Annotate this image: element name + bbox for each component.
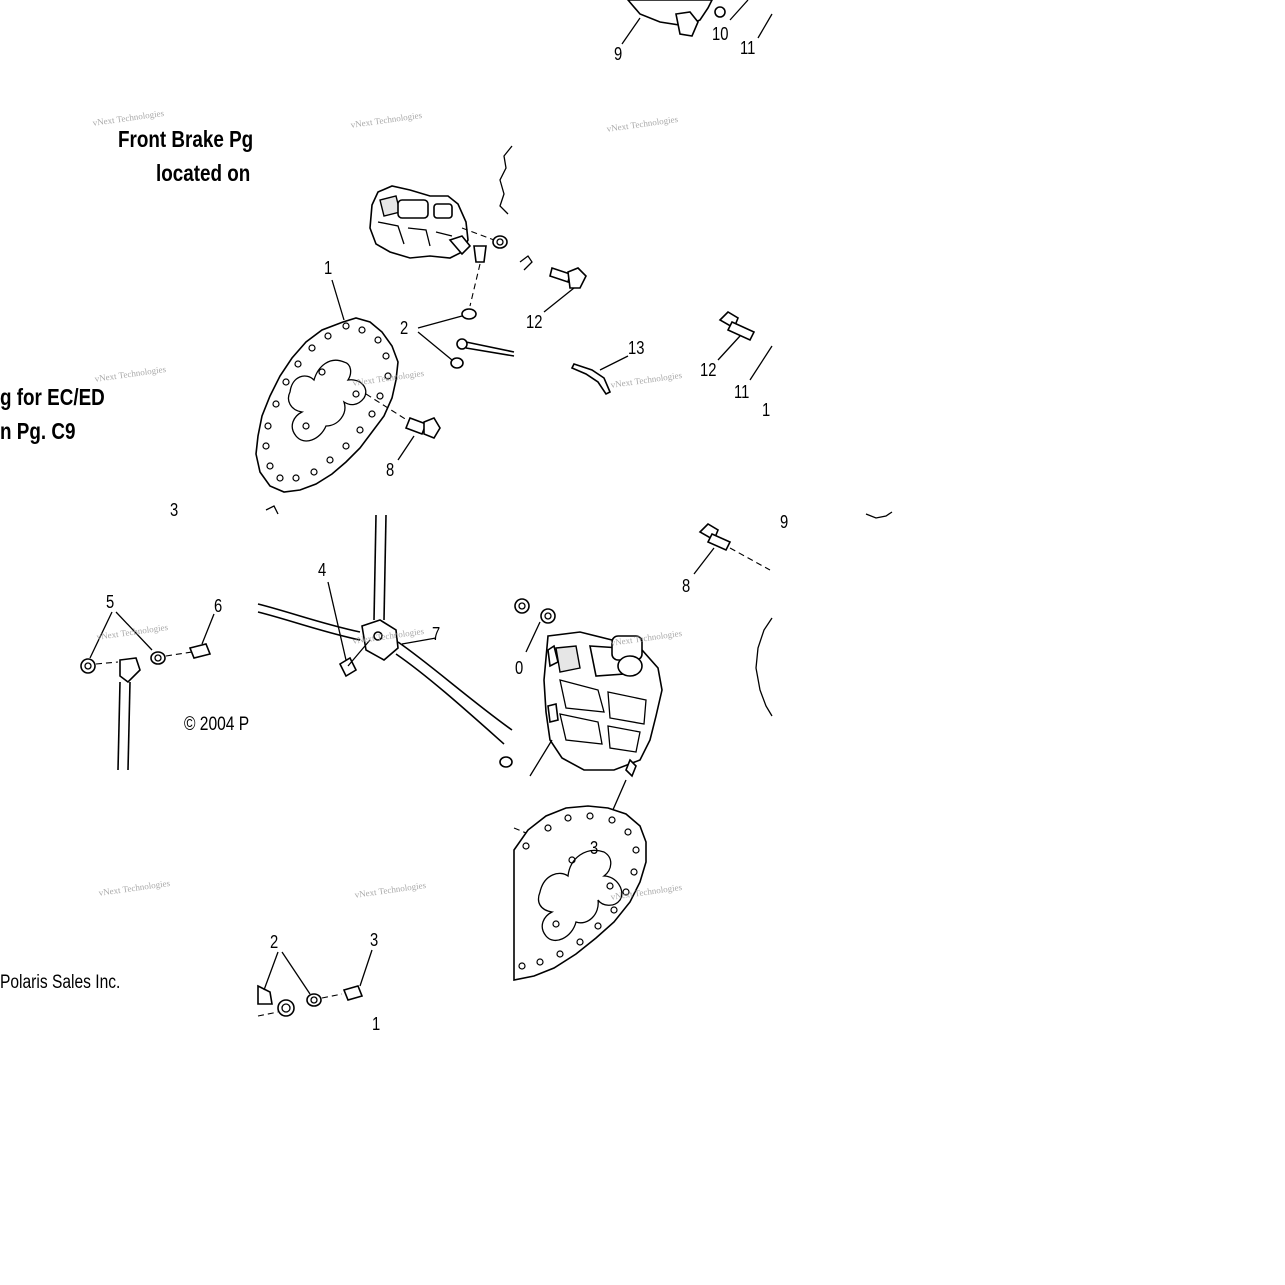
fragment-right [865, 511, 893, 519]
brake-rotor-lower [513, 805, 647, 981]
callout-2-washers: 2 [400, 318, 409, 338]
fitting-fragment [265, 505, 279, 515]
callout-7: 7 [432, 624, 441, 644]
bolt-8a [397, 416, 441, 461]
note-ec-line1: g for EC/ED [0, 384, 105, 410]
callout-8-b: 8 [682, 576, 691, 596]
callout-12-b: 12 [700, 360, 717, 380]
callout-3-mid: 3 [590, 838, 599, 858]
rotor-edge-fragment [499, 145, 513, 215]
note-ec-line2: n Pg. C9 [0, 418, 76, 444]
note-front-brake-line1: Front Brake Pg [118, 126, 254, 152]
callout-10-top: 10 [712, 24, 729, 44]
bottom-fittings [257, 949, 373, 1017]
callout-3-left: 3 [170, 500, 179, 520]
callout-1-rotor: 1 [324, 258, 333, 278]
callout-4: 4 [318, 560, 327, 580]
callout-13: 13 [628, 338, 645, 358]
rotor-edge-right [755, 617, 773, 717]
bolt-8b [693, 522, 771, 575]
callout-12-a: 12 [526, 312, 543, 332]
callout-3-bottom: 3 [370, 930, 379, 950]
callout-11-b: 11 [734, 382, 750, 402]
callout-1-partial: 1 [762, 400, 771, 420]
bolt-12a [543, 266, 587, 313]
callout-0: 0 [515, 658, 524, 678]
clip-13 [570, 355, 629, 396]
lower-caliper [514, 598, 663, 813]
callout-6: 6 [214, 596, 223, 616]
bolt-12b [717, 310, 773, 381]
callout-2-bottom: 2 [270, 932, 279, 952]
note-front-brake-line2: located on [156, 160, 251, 186]
callout-8-a: 8 [386, 460, 395, 480]
brake-rotor-upper [255, 279, 411, 493]
callout-1-bottom: 1 [372, 1014, 381, 1034]
left-hose-assembly [80, 611, 215, 771]
callout-11-top: 11 [740, 38, 756, 58]
banjo-fittings [450, 245, 515, 369]
top-caliper-fragment [621, 0, 773, 45]
upper-caliper [369, 185, 508, 259]
tee-junction [257, 514, 513, 768]
callout-9-top: 9 [614, 44, 623, 64]
copyright-right: Polaris Sales Inc. [0, 972, 121, 993]
callout-9-right: 9 [780, 512, 789, 532]
copyright-left: © 2004 P [184, 714, 250, 735]
callout-5: 5 [106, 592, 115, 612]
